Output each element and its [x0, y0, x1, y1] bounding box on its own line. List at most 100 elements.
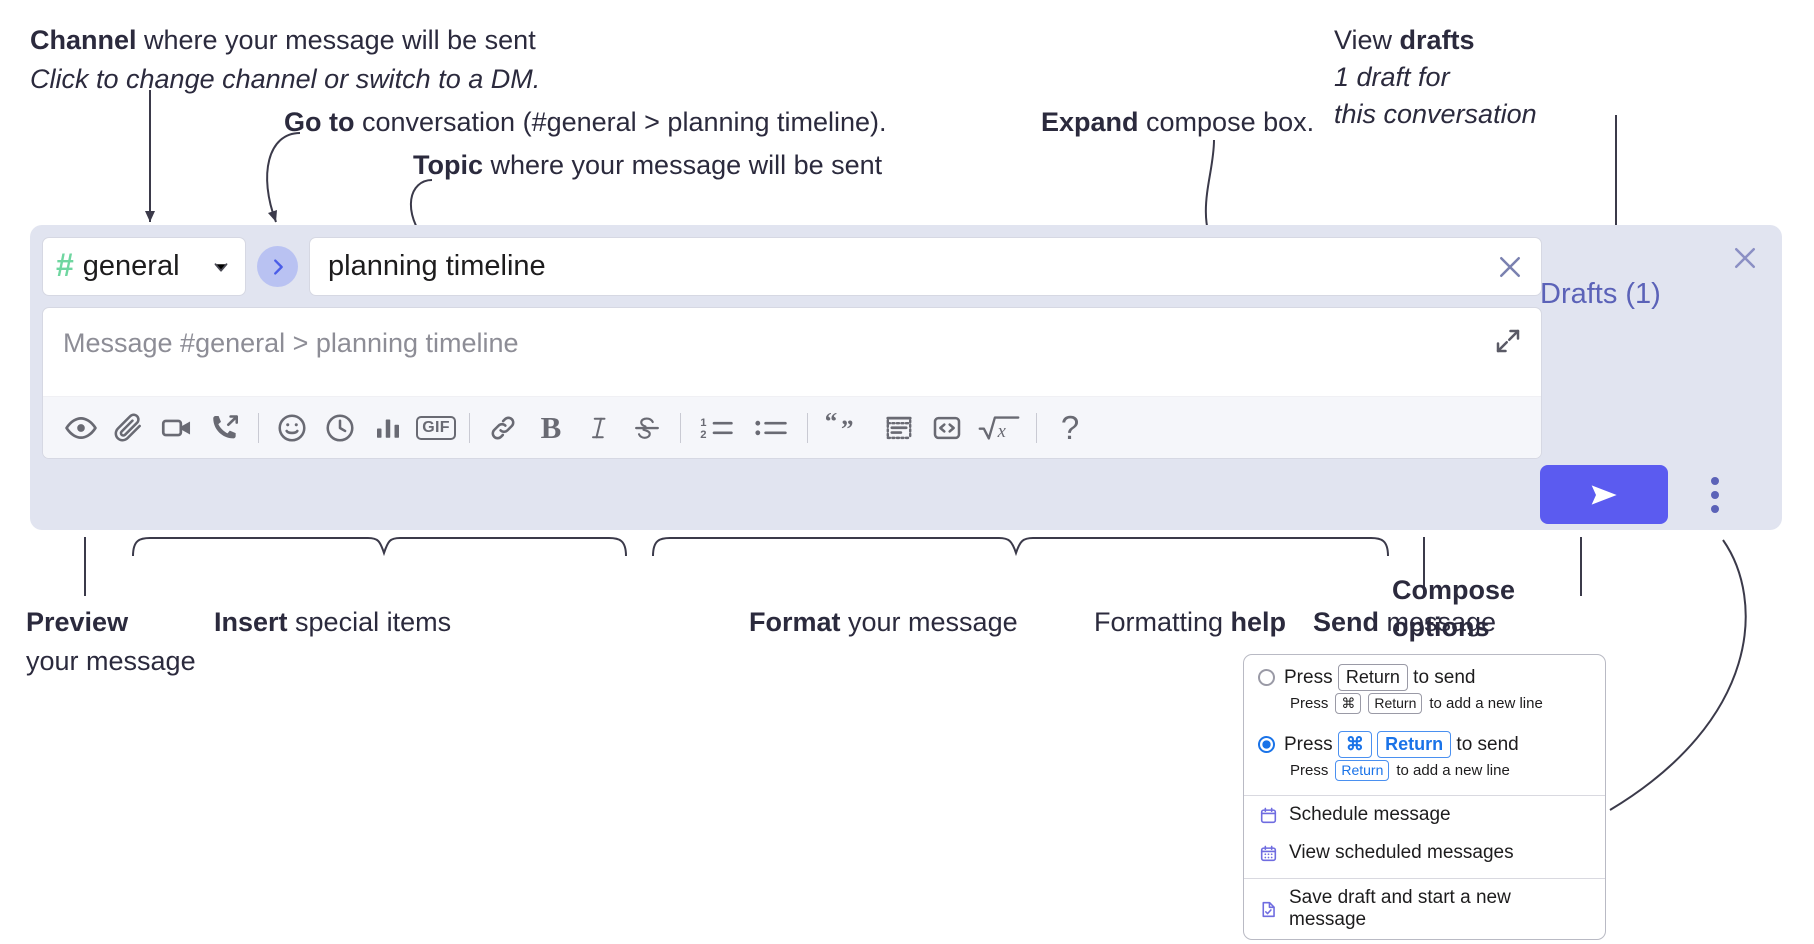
formatting-help-icon[interactable]: ?: [1046, 404, 1094, 452]
annotation-help-pre: Formatting: [1094, 607, 1231, 637]
bold-icon[interactable]: B: [527, 404, 575, 452]
help-glyph: ?: [1060, 408, 1080, 446]
kebab-dot: [1711, 476, 1719, 485]
link-icon[interactable]: [479, 404, 527, 452]
annotation-send-bold: Send: [1313, 607, 1380, 637]
radio1-sub-post: to add a new line: [1429, 694, 1543, 712]
channel-selector[interactable]: # general: [42, 237, 246, 296]
strikethrough-icon[interactable]: [623, 404, 671, 452]
video-icon[interactable]: [153, 404, 201, 452]
annotation-topic-rest: where your message will be sent: [483, 150, 883, 180]
menu-sub-radio1: Press ⌘Return to add a new line: [1244, 692, 1605, 723]
svg-text:”: ”: [841, 415, 854, 442]
toolbar-separator: [807, 412, 808, 443]
menu-item-label: Schedule message: [1289, 804, 1451, 825]
toolbar-separator: [258, 412, 259, 443]
annotation-preview: Preview your message: [26, 606, 196, 678]
radio-selected-icon: [1258, 735, 1275, 753]
annotation-insert-rest: special items: [287, 607, 452, 637]
math-icon[interactable]: x: [971, 404, 1027, 452]
bulleted-list-icon[interactable]: [744, 404, 798, 452]
menu-radio-return-to-send[interactable]: Press Return to send: [1244, 655, 1605, 693]
radio1-label: Press Return to send: [1284, 664, 1476, 691]
annotation-compose-options-bold2: options: [1392, 611, 1490, 642]
message-placeholder: Message #general > planning timeline: [63, 328, 519, 358]
radio2-label: Press ⌘ Return to send: [1284, 731, 1519, 758]
menu-divider: [1244, 878, 1605, 879]
reminder-icon[interactable]: [316, 404, 364, 452]
italic-icon[interactable]: [575, 404, 623, 452]
annotation-expand: Expand compose box.: [1041, 106, 1314, 139]
compose-panel: # general planning timeline: [30, 225, 1782, 530]
goto-conversation-button[interactable]: [257, 246, 298, 287]
key-return: Return: [1377, 731, 1452, 758]
gif-icon[interactable]: GIF: [412, 404, 460, 452]
poll-icon[interactable]: [364, 404, 412, 452]
menu-radio-command-return-to-send[interactable]: Press ⌘ Return to send: [1244, 722, 1605, 760]
radio2-sub-pre: Press: [1290, 761, 1329, 779]
annotation-send: Send message: [1313, 606, 1496, 639]
kebab-dot: [1711, 504, 1719, 513]
annotation-goto: Go to conversation (#general > planning …: [284, 106, 887, 139]
radio1-pre: Press: [1284, 667, 1338, 688]
code-block-icon[interactable]: [875, 404, 923, 452]
annotation-drafts-pre: View: [1334, 25, 1400, 55]
annotation-drafts-bold: drafts: [1399, 25, 1475, 55]
close-compose-icon[interactable]: [1730, 243, 1760, 273]
radio1-sub-pre: Press: [1290, 694, 1329, 712]
expand-compose-icon[interactable]: [1493, 326, 1523, 356]
menu-item-save-draft[interactable]: Save draft and start a new message: [1244, 879, 1605, 939]
bold-glyph: B: [540, 409, 562, 445]
attachment-icon[interactable]: [105, 404, 153, 452]
document-check-icon: [1258, 899, 1278, 919]
compose-options-button[interactable]: [1700, 465, 1730, 524]
annotation-drafts-italic1: 1 draft for: [1334, 61, 1450, 92]
ordered-list-icon[interactable]: 1 2: [690, 404, 744, 452]
key-command: ⌘: [1337, 731, 1372, 758]
annotation-help-bold: help: [1230, 607, 1287, 637]
radio2-post: to send: [1451, 734, 1519, 755]
radio-unselected-icon: [1258, 668, 1275, 686]
menu-sub-radio2: Press Return to add a new line: [1244, 759, 1605, 790]
annotation-insert-bold: Insert: [214, 607, 288, 637]
chevron-right-icon: [267, 256, 289, 278]
key-return: Return: [1337, 664, 1408, 691]
radio2-pre: Press: [1284, 734, 1338, 755]
annotation-send-rest: message: [1379, 607, 1497, 637]
radio2-sub-post: to add a new line: [1396, 761, 1510, 779]
toolbar-separator: [680, 412, 681, 443]
inline-code-icon[interactable]: [923, 404, 971, 452]
message-input[interactable]: Message #general > planning timeline: [43, 308, 1541, 396]
menu-item-label: Save draft and start a new message: [1289, 887, 1511, 930]
svg-text:“: “: [825, 413, 838, 435]
annotation-format: Format your message: [749, 606, 1018, 639]
send-button[interactable]: [1540, 465, 1668, 524]
annotation-format-bold: Format: [749, 607, 841, 637]
clear-topic-icon[interactable]: [1495, 252, 1525, 282]
annotation-expand-bold: Expand: [1041, 107, 1139, 137]
compose-options-menu: Press Return to send Press ⌘Return to ad…: [1243, 654, 1606, 940]
annotation-compose-options-bold1: Compose: [1392, 575, 1516, 605]
annotation-help: Formatting help: [1094, 606, 1286, 639]
annotation-channel-italic: Click to change channel or switch to a D…: [30, 63, 541, 94]
menu-item-view-scheduled-messages[interactable]: View scheduled messages: [1244, 834, 1605, 872]
hash-icon: #: [56, 247, 74, 283]
annotation-expand-rest: compose box.: [1138, 107, 1315, 137]
radio1-post: to send: [1407, 667, 1476, 688]
kebab-dot: [1711, 490, 1719, 499]
menu-item-schedule-message[interactable]: Schedule message: [1244, 796, 1605, 834]
topic-input[interactable]: planning timeline: [309, 237, 1542, 296]
annotation-goto-bold: Go to: [284, 107, 355, 137]
huddle-icon[interactable]: [201, 404, 249, 452]
chevron-down-icon: [210, 256, 232, 278]
svg-text:1: 1: [700, 417, 706, 429]
preview-icon[interactable]: [57, 404, 105, 452]
blockquote-icon[interactable]: “ ”: [817, 404, 875, 452]
annotation-preview-rest: your message: [26, 645, 196, 676]
annotation-format-rest: your message: [840, 607, 1018, 637]
svg-text:2: 2: [700, 429, 706, 441]
emoji-icon[interactable]: [268, 404, 316, 452]
annotation-drafts: View drafts 1 draft for this conversatio…: [1334, 24, 1537, 131]
drafts-link[interactable]: Drafts (1): [1540, 278, 1661, 310]
annotation-topic-bold: Topic: [413, 150, 483, 180]
